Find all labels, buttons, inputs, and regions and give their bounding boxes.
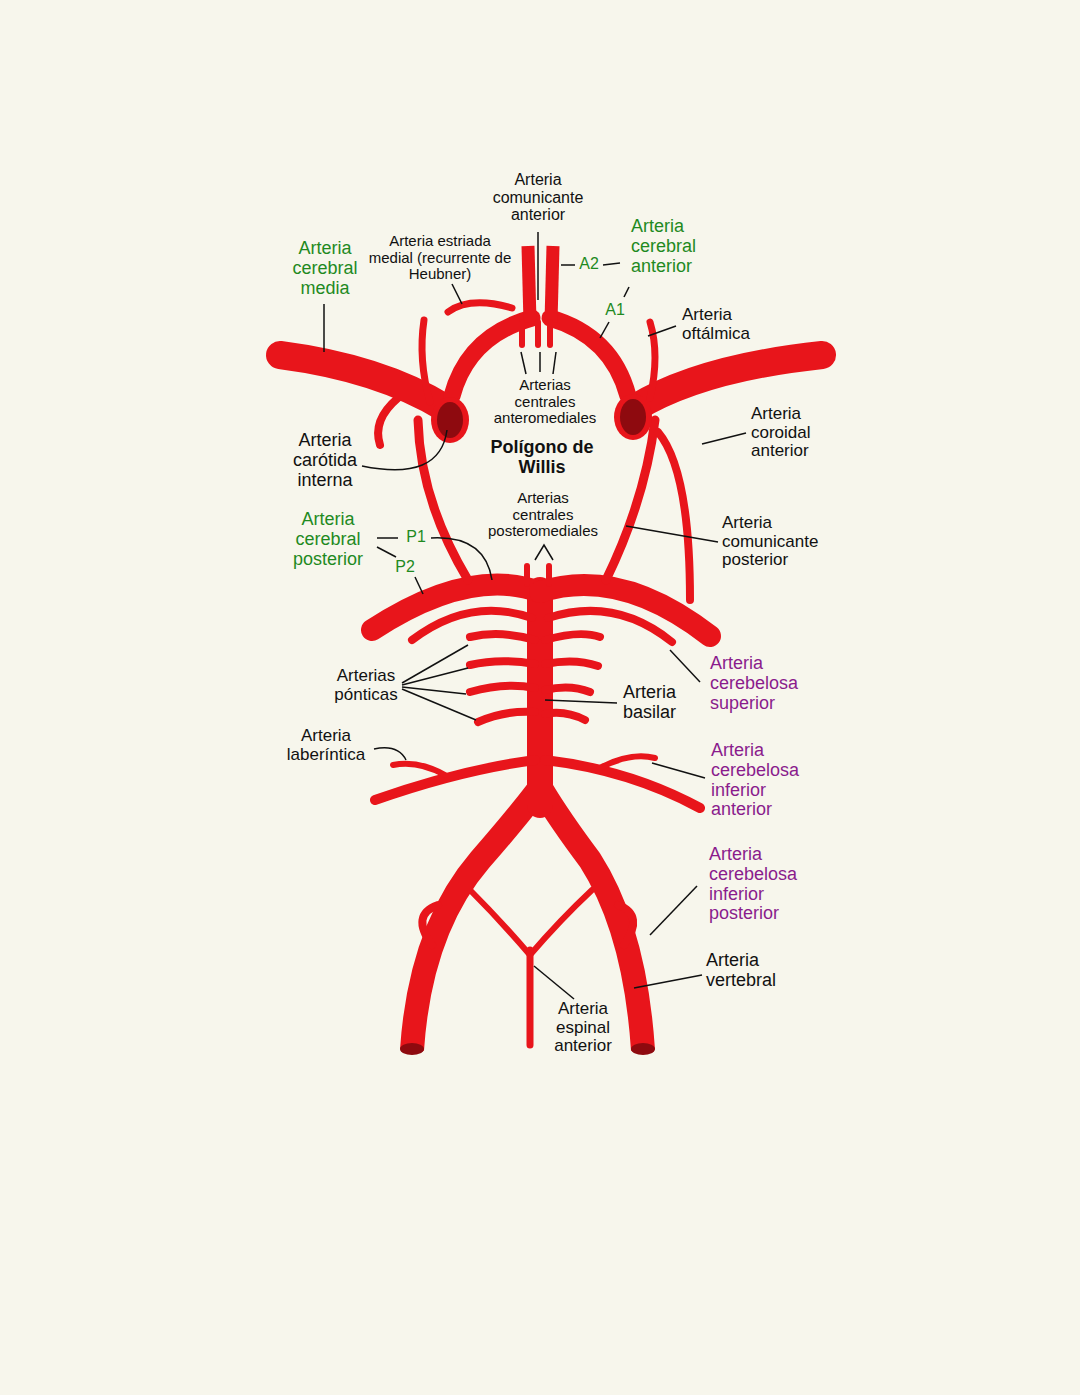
- artery-label: Arteria comunicante anterior: [476, 171, 600, 224]
- leader-line: [634, 975, 702, 988]
- leader-line: [452, 284, 462, 304]
- leader-line: [545, 700, 617, 703]
- leader-line: [553, 352, 556, 374]
- artery-label: Arteria cerebelosa inferior anterior: [711, 741, 821, 820]
- leader-line: [561, 264, 575, 266]
- artery-label: Arteria coroidal anterior: [751, 405, 851, 461]
- artery-label: Arteria carótida interna: [279, 431, 371, 490]
- artery: [393, 764, 445, 775]
- artery-label: Arteria cerebelosa inferior posterior: [709, 845, 819, 924]
- artery: [545, 687, 590, 692]
- artery: [412, 611, 532, 640]
- artery-label: Arteria espinal anterior: [543, 1000, 623, 1056]
- vertebral-lumen: [631, 1043, 655, 1055]
- artery: [546, 566, 552, 584]
- leader-line: [362, 430, 447, 470]
- diagram-title: Polígono de Willis: [472, 438, 612, 478]
- leader-line: [600, 322, 609, 338]
- artery-label: Arteria vertebral: [706, 951, 806, 991]
- artery: [527, 590, 553, 805]
- artery-label: Arteria estriada medial (recurrente de H…: [367, 233, 513, 283]
- leader-line: [377, 537, 398, 539]
- artery-label: P1: [401, 528, 431, 546]
- artery-label: A1: [600, 301, 630, 319]
- leader-line: [534, 966, 574, 999]
- artery: [545, 661, 598, 666]
- artery: [606, 420, 655, 580]
- artery: [524, 566, 530, 584]
- artery: [527, 950, 534, 1045]
- artery: [540, 585, 710, 636]
- leader-line: [702, 433, 746, 444]
- leader-line: [537, 232, 539, 300]
- leader-line: [374, 748, 406, 760]
- artery: [551, 246, 553, 322]
- leader-line: [603, 263, 620, 265]
- vertebral-lumen: [400, 1043, 424, 1055]
- artery: [547, 322, 553, 345]
- artery: [422, 905, 438, 945]
- artery: [470, 890, 592, 955]
- leader-line: [626, 526, 718, 542]
- artery: [378, 398, 398, 445]
- artery: [535, 322, 541, 345]
- artery: [470, 686, 535, 692]
- leader-line: [323, 304, 325, 352]
- leader-line: [402, 645, 468, 683]
- artery: [519, 322, 525, 345]
- leader-line: [670, 650, 700, 682]
- artery: [448, 303, 512, 312]
- artery-label: Arteria comunicante posterior: [722, 514, 842, 570]
- artery: [528, 246, 530, 322]
- carotid-cut-end: [431, 397, 469, 443]
- artery-label: Arteria oftálmica: [682, 306, 782, 343]
- artery: [545, 634, 600, 640]
- leader-line: [535, 545, 553, 560]
- leader-line: [652, 763, 705, 778]
- artery: [422, 320, 430, 402]
- artery: [478, 712, 535, 722]
- leader-line: [402, 689, 476, 720]
- leader-line: [648, 326, 676, 336]
- artery: [545, 713, 585, 720]
- artery: [658, 432, 690, 600]
- artery-label: Arterias centrales posteromediales: [486, 490, 600, 540]
- leader-line: [431, 538, 492, 580]
- artery: [600, 756, 655, 768]
- carotid-cut-end: [614, 394, 652, 440]
- artery: [470, 661, 535, 665]
- artery-label: Arteria cerebelosa superior: [710, 654, 820, 713]
- artery-label: P2: [390, 558, 420, 576]
- leader-line: [377, 547, 396, 557]
- leader-line: [539, 352, 541, 372]
- artery-label: Arteria cerebral media: [279, 239, 371, 298]
- artery: [618, 905, 633, 945]
- carotid-lumen: [620, 399, 646, 435]
- leader-line: [650, 886, 697, 935]
- artery-label: Arteria cerebral anterior: [631, 217, 723, 276]
- artery-label: Arteria cerebral posterior: [282, 510, 374, 569]
- artery: [635, 355, 822, 408]
- artery: [412, 790, 538, 1050]
- artery: [375, 760, 535, 800]
- artery-label: Arterias centrales anteromediales: [488, 377, 602, 427]
- artery-label: A2: [574, 255, 604, 273]
- artery: [548, 611, 672, 642]
- artery-label: Arteria basilar: [623, 683, 703, 723]
- artery-label: Arterias pónticas: [321, 667, 411, 704]
- leader-line: [624, 287, 629, 297]
- artery-label: Arteria laberíntica: [276, 727, 376, 764]
- carotid-lumen: [437, 402, 463, 438]
- artery: [545, 760, 700, 808]
- leader-line: [521, 352, 526, 374]
- artery: [470, 634, 535, 640]
- artery: [372, 584, 540, 630]
- leader-line: [415, 577, 423, 594]
- leader-line: [402, 668, 468, 685]
